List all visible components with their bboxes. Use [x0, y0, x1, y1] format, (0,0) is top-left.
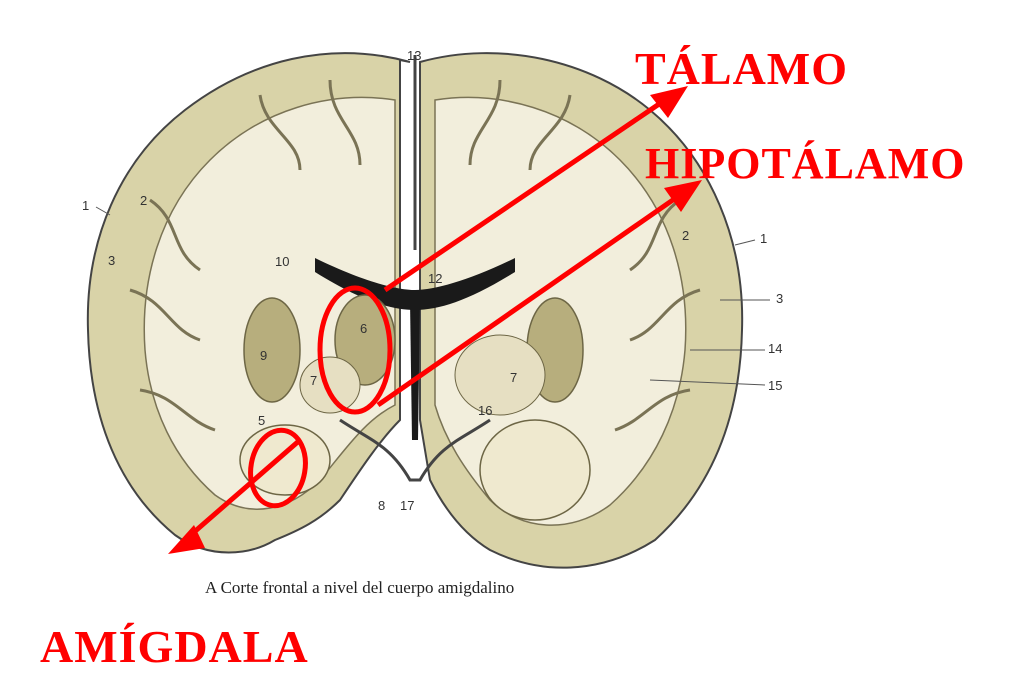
- structure-7-left: [299, 356, 361, 414]
- highlight-thalamus-hypothalamus: [317, 285, 393, 415]
- num-2-right: 2: [682, 228, 689, 243]
- structure-6: [334, 294, 396, 386]
- num-8: 8: [378, 498, 385, 513]
- putamen-left: [243, 297, 301, 403]
- num-1-right: 1: [760, 231, 767, 246]
- num-15: 15: [768, 378, 782, 393]
- figure-caption: A Corte frontal a nivel del cuerpo amigd…: [205, 578, 515, 597]
- num-14: 14: [768, 341, 782, 356]
- num-12: 12: [428, 271, 442, 286]
- arrow-talamo-head: [650, 86, 688, 118]
- num-17: 17: [400, 498, 414, 513]
- third-ventricle: [410, 300, 420, 440]
- optic-tract: [339, 418, 491, 482]
- arrow-talamo-line: [383, 97, 667, 293]
- arrow-hipotalamo-line: [376, 192, 682, 408]
- num-7-right: 7: [510, 370, 517, 385]
- num-3-right: 3: [776, 291, 783, 306]
- num-3-left: 3: [108, 253, 115, 268]
- num-13: 13: [407, 48, 421, 63]
- num-7-left: 7: [310, 373, 317, 388]
- arrow-amigdala-line: [183, 438, 302, 542]
- num-1-left: 1: [82, 198, 89, 213]
- label-hipotalamo: HIPOTÁLAMO: [645, 139, 966, 188]
- num-6: 6: [360, 321, 367, 336]
- num-9: 9: [260, 348, 267, 363]
- arrow-hipotalamo-head: [664, 180, 702, 212]
- label-amigdala: AMÍGDALA: [40, 621, 309, 672]
- num-5: 5: [258, 413, 265, 428]
- num-16: 16: [478, 403, 492, 418]
- temporal-lobe-right: [479, 419, 591, 521]
- highlight-amygdala: [248, 427, 308, 509]
- num-10: 10: [275, 254, 289, 269]
- structure-7-right: [454, 334, 546, 416]
- num-2-left: 2: [140, 193, 147, 208]
- label-talamo: TÁLAMO: [635, 43, 848, 94]
- arrow-amigdala-head: [168, 525, 205, 554]
